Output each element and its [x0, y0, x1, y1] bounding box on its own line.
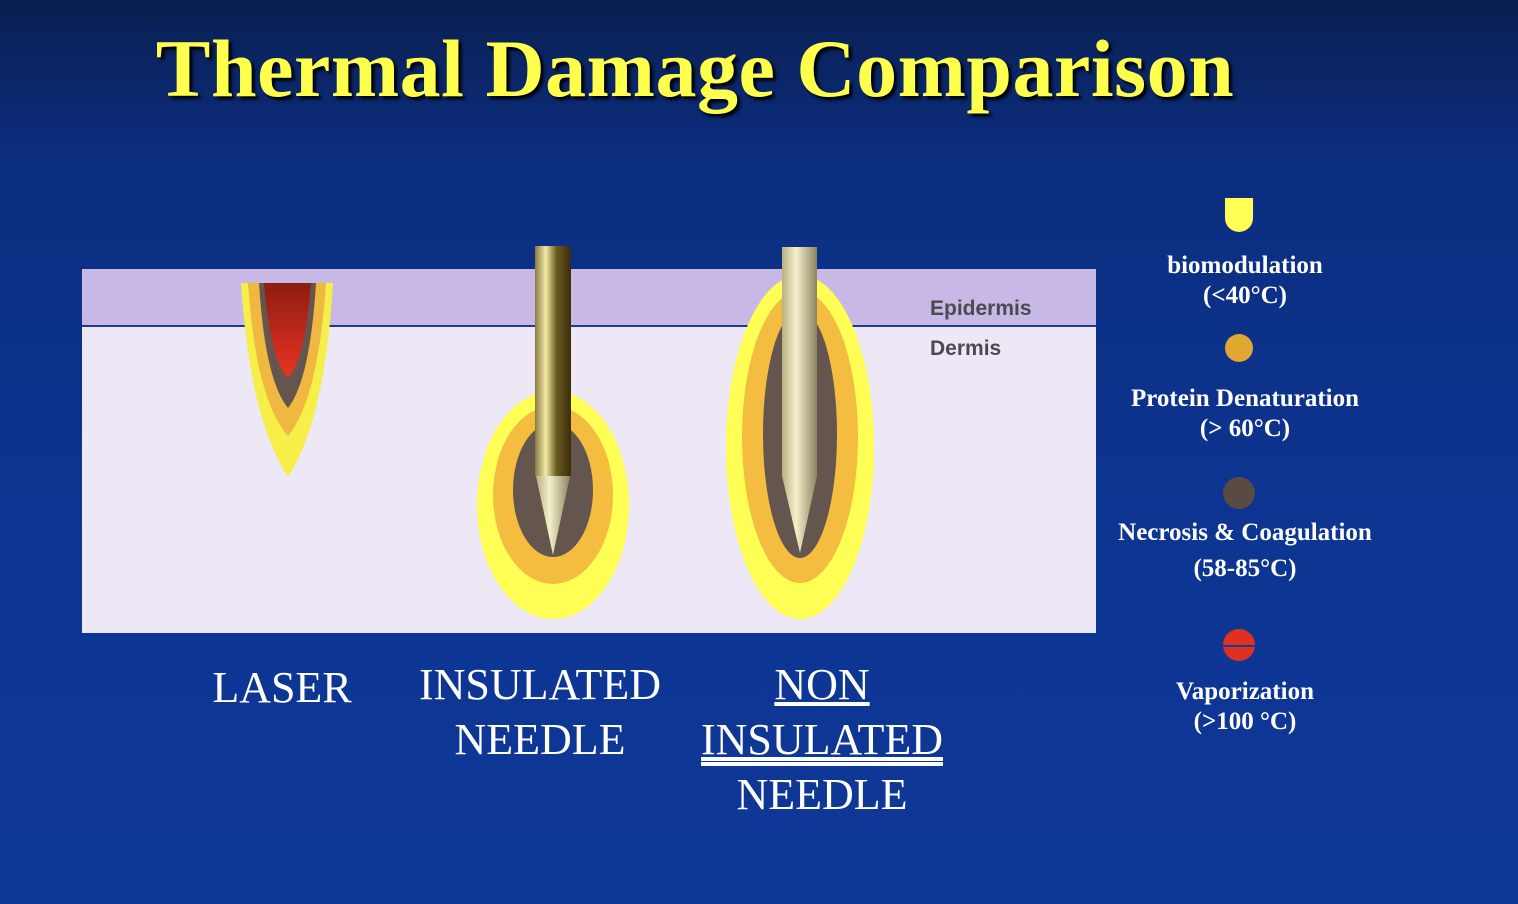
legend-range: (58-85°C): [1193, 555, 1297, 582]
non-insulated-needle: [782, 247, 817, 553]
slide-title: Thermal Damage Comparison: [155, 23, 1235, 114]
legend-name: Vaporization: [1176, 678, 1314, 705]
legend-item-protein-denaturation: Protein Denaturation (> 60°C): [1090, 384, 1400, 444]
legend-range: (> 60°C): [1199, 415, 1291, 442]
non-insulated-line3: NEEDLE: [736, 770, 908, 819]
legend-swatches: [1223, 198, 1255, 661]
legend-name: Protein Denaturation: [1131, 385, 1359, 412]
insulated-line2: NEEDLE: [454, 715, 626, 764]
insulated-line1: INSULATED: [419, 660, 661, 709]
legend-item-necrosis: Necrosis & Coagulation (58-85°C): [1090, 515, 1400, 587]
dermis-label: Dermis: [930, 337, 1002, 360]
legend-swatch-necrosis: [1223, 477, 1255, 509]
non-insulated-line1: NON: [774, 660, 870, 709]
insulated-needle: [535, 246, 571, 555]
legend-range: (<40°C): [1203, 282, 1287, 309]
legend-name: Necrosis & Coagulation: [1118, 519, 1372, 546]
legend-range: (>100 °C): [1193, 708, 1297, 735]
laser-damage-zone: [241, 283, 333, 477]
non-insulated-needle-label: NON INSULATED NEEDLE: [672, 657, 972, 822]
legend-name: biomodulation: [1167, 252, 1323, 279]
insulated-needle-label: INSULATED NEEDLE: [390, 657, 690, 767]
epidermis-label: Epidermis: [930, 297, 1032, 320]
legend-item-vaporization: Vaporization (>100 °C): [1090, 677, 1400, 737]
legend-item-biomodulation: biomodulation (<40°C): [1090, 251, 1400, 311]
laser-label: LASER: [212, 663, 352, 712]
legend-swatch-protein-denaturation: [1225, 334, 1253, 362]
legend-swatch-biomodulation: [1225, 198, 1253, 232]
non-insulated-line2: INSULATED: [701, 715, 943, 764]
